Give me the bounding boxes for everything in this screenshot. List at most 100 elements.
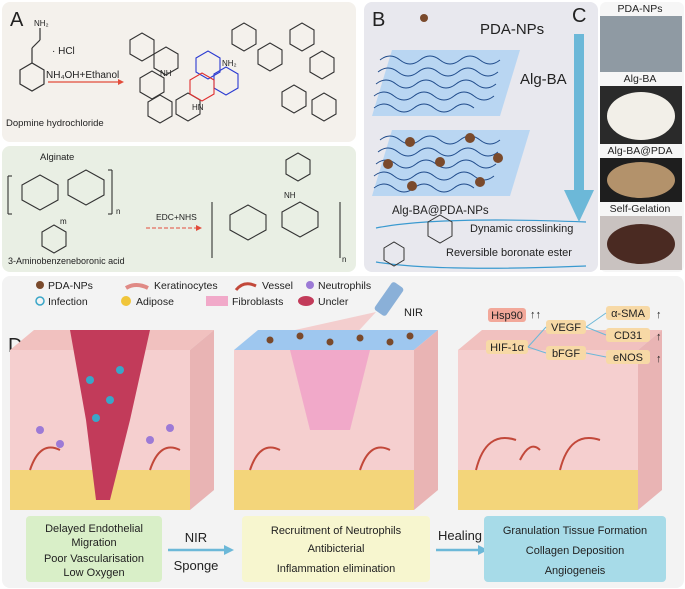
- alg-ba-n: n: [342, 255, 346, 264]
- vegf-label: VEGF: [551, 322, 581, 334]
- photo-algba: [607, 92, 675, 140]
- asma-box: [606, 306, 650, 320]
- arrow1-nir: NIR: [185, 530, 207, 545]
- panel-a-bottom-bg: [2, 146, 356, 272]
- panel-b-algba: Alg-BA: [520, 71, 567, 88]
- alg-ba-structure: [211, 152, 341, 258]
- arrow2-head: [478, 545, 488, 555]
- panel-a-top-bg: [2, 2, 356, 142]
- hsp90-box: [488, 308, 526, 322]
- panel-c-arrow: [564, 34, 594, 222]
- boronate-ester-structure: [383, 214, 453, 267]
- enos-label: eNOS: [613, 352, 643, 364]
- reaction-arrowhead: [118, 79, 124, 85]
- legend-uncler: Uncler: [318, 296, 349, 308]
- stage2-line2: Antibicterial: [308, 543, 365, 555]
- crosslink-curve-bottom: [375, 261, 587, 269]
- tissue-block-healed: [458, 330, 662, 510]
- stage3-line2: Collagen Deposition: [526, 545, 624, 557]
- panel-c-label: C: [572, 5, 586, 27]
- legend-neutrophils: Neutrophils: [318, 280, 371, 292]
- photo-self-gelation: [607, 224, 675, 264]
- reagent-label: NH₄OH+Ethanol: [46, 70, 119, 81]
- legend: PDA-NPs Keratinocytes Vessel Neutrophils…: [35, 280, 371, 308]
- photo-label-algba-pda: Alg-BA@PDA: [608, 145, 673, 157]
- photo-label-pda: PDA-NPs: [618, 3, 663, 15]
- arrow2-healing: Healing: [438, 528, 482, 543]
- arrow1-head: [224, 545, 234, 555]
- alginate-structure: [7, 169, 113, 215]
- alg-ba-pda-network: [372, 130, 530, 196]
- cd31-box: [606, 328, 650, 342]
- aminobenzeneboronic-structure: [41, 224, 67, 254]
- alginate-label: Alginate: [40, 152, 74, 163]
- edc-label: EDC+NHS: [156, 212, 197, 222]
- bfgf-label: bFGF: [552, 348, 580, 360]
- stage3-box: [484, 516, 666, 582]
- legend-keratinocytes: Keratinocytes: [154, 280, 218, 292]
- stage2-box: [242, 516, 430, 582]
- nh-label-a: NH: [160, 69, 172, 78]
- legend-adipose: Adipose: [136, 296, 174, 308]
- nir-label: NIR: [404, 307, 423, 319]
- bfgf-box: [546, 346, 586, 360]
- crosslink-curve-top: [375, 219, 587, 229]
- legend-fibroblasts: Fibroblasts: [232, 296, 283, 308]
- asma-label: α-SMA: [611, 308, 646, 320]
- hcl-label: · HCl: [52, 46, 75, 57]
- tissue-block-treatment: [234, 330, 438, 510]
- alg-ba-network: [372, 50, 520, 116]
- legend-vessel: Vessel: [262, 280, 293, 292]
- aminobenzene-label: 3-Aminobenzeneboronic acid: [8, 256, 125, 266]
- dopamine-label: Dopmine hydrochloride: [6, 118, 104, 129]
- legend-pda-icon: [36, 281, 44, 289]
- hsp90-up-arrows: ↑↑: [530, 309, 541, 321]
- photo-label-self-gelation: Self-Gelation: [610, 203, 671, 215]
- legend-infection-icon: [35, 296, 45, 306]
- cd31-up-arrow: ↑: [656, 331, 662, 343]
- stage1-line3: Poor Vascularisation: [44, 553, 144, 565]
- legend-ulcer-icon: [298, 296, 314, 306]
- stage2-line3: Inflammation elimination: [277, 563, 396, 575]
- enos-up-arrow: ↑: [656, 353, 662, 365]
- stage1-box: [26, 516, 162, 582]
- stage3-line1: Granulation Tissue Formation: [503, 525, 647, 537]
- legend-pda: PDA-NPs: [48, 280, 93, 292]
- panel-b-pda: PDA-NPs: [480, 21, 544, 38]
- legend-vessel-icon: [234, 282, 257, 291]
- panel-b-dynamic: Dynamic crosslinking: [470, 223, 573, 235]
- panel-b-label: B: [372, 9, 385, 31]
- stage3-line3: Angiogeneis: [545, 565, 606, 577]
- polydopamine-center-red: [189, 72, 215, 102]
- stage1-line1: Delayed Endothelial: [45, 523, 143, 535]
- photo-pda-nps: [600, 16, 682, 72]
- pda-np-dot-b: [420, 14, 428, 22]
- legend-adipose-icon: [121, 296, 131, 306]
- asma-up-arrow: ↑: [656, 309, 662, 321]
- hsp90-label: Hsp90: [491, 310, 523, 322]
- alginate-n: n: [116, 207, 120, 216]
- legend-keratinocyte-icon: [124, 283, 149, 290]
- legend-infection: Infection: [48, 296, 88, 308]
- cd31-label: CD31: [614, 330, 642, 342]
- polydopamine-structure: [129, 22, 337, 124]
- dopamine-structure: [19, 28, 45, 92]
- hn-label-center: HN: [192, 103, 204, 112]
- arrow1-sponge: Sponge: [174, 558, 219, 573]
- stage1-line4: Low Oxygen: [63, 567, 124, 579]
- nh2-label: NH₂: [34, 19, 49, 28]
- stage2-line1: Recruitment of Neutrophils: [271, 525, 402, 537]
- hif-label: HIF-1α: [490, 342, 525, 354]
- photo-label-algba: Alg-BA: [624, 73, 657, 85]
- panel-b-reversible: Reversible boronate ester: [446, 247, 572, 259]
- tissue-block-ulcer: [10, 330, 214, 510]
- alg-ba-nh: NH: [284, 191, 296, 200]
- alginate-m: m: [60, 217, 67, 226]
- photo-algba-pda: [607, 162, 675, 198]
- legend-fibroblast-icon: [206, 296, 228, 306]
- hif-box: [486, 340, 528, 354]
- panel-a-label: A: [10, 9, 24, 31]
- nh2-label-center: NH₂: [222, 59, 237, 68]
- legend-neutrophil-icon: [306, 281, 314, 289]
